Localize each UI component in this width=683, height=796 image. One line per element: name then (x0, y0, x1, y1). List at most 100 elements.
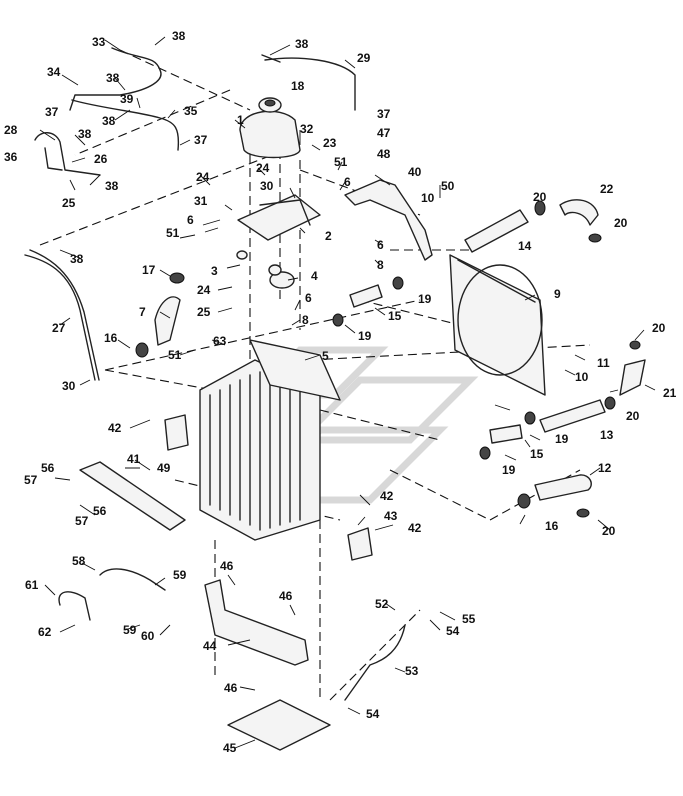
callout-19c: 19 (555, 432, 569, 446)
callout-37: 37 (45, 105, 59, 119)
callout-52: 52 (375, 597, 389, 611)
callout-51c: 51 (168, 348, 182, 362)
callout-20c: 20 (652, 321, 666, 335)
callout-18: 18 (291, 79, 305, 93)
callout-20b: 20 (614, 216, 628, 230)
callout-59b: 59 (123, 623, 137, 637)
callout-51b: 51 (166, 226, 180, 240)
callout-21: 21 (663, 386, 677, 400)
callout-30b: 30 (62, 379, 76, 393)
radiator-hoses (154, 199, 646, 501)
overflow-hose-assembly (24, 47, 180, 381)
callout-38d: 38 (102, 114, 116, 128)
callout-25b: 25 (197, 305, 211, 319)
callout-leaders (39, 36, 656, 749)
callout-33: 33 (92, 35, 106, 49)
lower-mounting-parts (58, 414, 406, 751)
callout-29: 29 (357, 51, 371, 65)
callout-30: 30 (260, 179, 274, 193)
callout-47: 47 (377, 126, 391, 140)
callout-6b: 6 (187, 213, 194, 227)
callout-51: 51 (334, 155, 348, 169)
callout-23: 23 (323, 136, 337, 150)
callout-62: 62 (38, 625, 52, 639)
callout-15b: 15 (530, 447, 544, 461)
callout-3: 3 (211, 264, 218, 278)
callout-59: 59 (173, 568, 187, 582)
callout-40: 40 (408, 165, 422, 179)
callout-45: 45 (223, 741, 237, 755)
callout-16b: 16 (545, 519, 559, 533)
callout-48: 48 (377, 147, 391, 161)
callout-13: 13 (600, 428, 614, 442)
callout-12: 12 (598, 461, 612, 475)
callout-6d: 6 (305, 291, 312, 305)
callout-24c: 24 (197, 283, 211, 297)
callout-15: 15 (388, 309, 402, 323)
callout-54: 54 (446, 624, 460, 638)
callout-11: 11 (597, 356, 610, 370)
fan-shroud (449, 254, 546, 396)
callout-56b: 56 (93, 504, 107, 518)
callout-2: 2 (325, 229, 332, 243)
callout-35: 35 (184, 104, 198, 118)
coolant-reservoir (239, 54, 356, 159)
callout-42c: 42 (408, 521, 422, 535)
callout-39: 39 (120, 92, 134, 106)
callout-28: 28 (4, 123, 18, 137)
callout-38b: 38 (295, 37, 309, 51)
callout-60: 60 (141, 629, 155, 643)
callout-5: 5 (322, 349, 329, 363)
callout-38c: 38 (106, 71, 120, 85)
callout-58: 58 (72, 554, 86, 568)
callout-16: 16 (104, 331, 118, 345)
callout-56: 56 (41, 461, 55, 475)
callout-4: 4 (311, 269, 318, 283)
callout-38g: 38 (70, 252, 84, 266)
callout-labels: 1 2 3 4 5 6 6 6 6 7 8 8 9 10 10 11 12 13… (4, 29, 677, 755)
callout-50: 50 (441, 179, 455, 193)
callout-10: 10 (421, 191, 435, 205)
callout-46b: 46 (279, 589, 293, 603)
callout-27: 27 (52, 321, 66, 335)
callout-43: 43 (384, 509, 398, 523)
callout-32: 32 (300, 122, 314, 136)
callout-19d: 19 (502, 463, 516, 477)
callout-46: 46 (220, 559, 234, 573)
callout-46c: 46 (224, 681, 238, 695)
callout-61: 61 (25, 578, 39, 592)
callout-22: 22 (600, 182, 614, 196)
callout-9: 9 (554, 287, 561, 301)
callout-24b: 24 (196, 170, 210, 184)
callout-37b: 37 (194, 133, 208, 147)
callout-24: 24 (256, 161, 270, 175)
callout-42b: 42 (380, 489, 394, 503)
callout-34: 34 (47, 65, 61, 79)
callout-20: 20 (533, 190, 547, 204)
callout-44: 44 (203, 639, 217, 653)
hose-clamps (135, 200, 641, 518)
callout-41: 41 (127, 452, 141, 466)
radiator-core (199, 339, 341, 541)
callout-1: 1 (237, 113, 244, 127)
callout-7: 7 (139, 305, 146, 319)
callout-57b: 57 (75, 514, 89, 528)
reservoir-bracket (237, 194, 321, 241)
callout-38: 38 (172, 29, 186, 43)
callout-6: 6 (344, 175, 351, 189)
callout-25: 25 (62, 196, 76, 210)
callout-53: 53 (405, 664, 419, 678)
callout-6c: 6 (377, 238, 384, 252)
callout-31: 31 (194, 194, 208, 208)
callout-54b: 54 (366, 707, 380, 721)
callout-20d: 20 (626, 409, 640, 423)
callout-26: 26 (94, 152, 108, 166)
mounting-bracket-40 (344, 179, 433, 261)
callout-38e: 38 (78, 127, 92, 141)
callout-49: 49 (157, 461, 171, 475)
thermostat-housing (236, 250, 295, 289)
callout-17: 17 (142, 263, 156, 277)
callout-19b: 19 (358, 329, 372, 343)
callout-8: 8 (377, 258, 384, 272)
